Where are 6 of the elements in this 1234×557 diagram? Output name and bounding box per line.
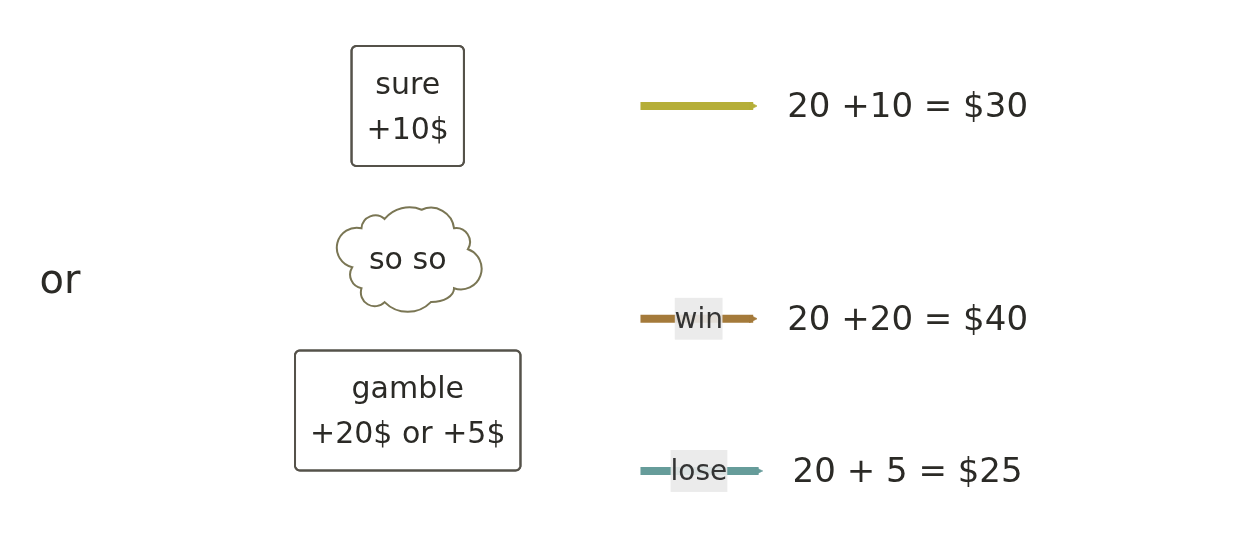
node-text: 20 + 5 = $25 xyxy=(793,450,1024,491)
or-text: or xyxy=(38,255,82,302)
node-text: 20 +10 = $30 xyxy=(787,85,1029,126)
edge-label: win xyxy=(675,301,724,335)
node-text: 20 +20 = $40 xyxy=(787,297,1029,338)
edge-label: lose xyxy=(670,453,728,487)
